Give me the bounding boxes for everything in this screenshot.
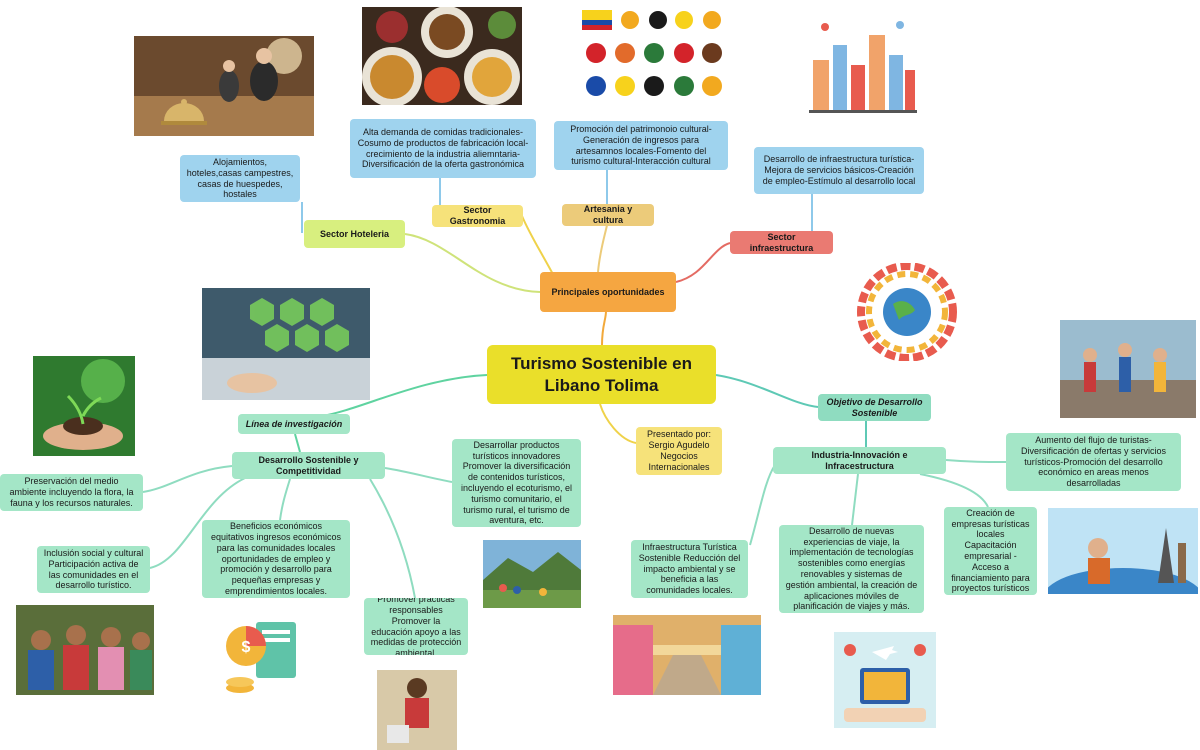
link-desarrollo-preservacion: [142, 465, 233, 493]
node-hoteleria-desc[interactable]: Alojamientos, hoteles,casas campestres, …: [180, 155, 300, 202]
node-principales-oportunidades[interactable]: Principales oportunidades: [540, 272, 676, 312]
link-desarrollo-practicas: [369, 478, 416, 599]
node-infraestructura-turistica[interactable]: Infraestructura Turística Sostenible Red…: [631, 540, 748, 598]
node-infraestructura-desc[interactable]: Desarrollo de infraestructura turística-…: [754, 147, 924, 194]
node-productos-turisticos[interactable]: Desarrollar productos turísticos innovad…: [452, 439, 581, 527]
node-nuevas-experiencias[interactable]: Desarrollo de nuevas experiencias de via…: [779, 525, 924, 613]
nature-tourists-photo: [483, 540, 581, 608]
node-sector-hoteleria[interactable]: Sector Hoteleria: [304, 220, 405, 248]
link-principal-infra: [675, 242, 731, 283]
link-center-principal: [601, 310, 607, 346]
traditional-food-photo: [362, 7, 522, 105]
colonial-street-photo: [613, 615, 761, 695]
link-linea-desarrollo: [294, 433, 301, 453]
sdg-wheel-icon: [848, 263, 966, 361]
node-artesania-desc[interactable]: Promoción del patrimonoio cultural-Gener…: [554, 121, 728, 170]
link-industria-infra: [749, 464, 776, 546]
community-people-photo: [16, 605, 154, 695]
finance-chart-icon: $: [222, 618, 302, 696]
central-topic[interactable]: Turismo Sostenible en Libano Tolima: [487, 345, 716, 404]
node-practicas-responsables[interactable]: Promover prácticas responsables Promover…: [364, 598, 468, 655]
colombian-culture-icons: [580, 8, 728, 104]
link-center-objetivo: [715, 374, 819, 408]
svg-text:$: $: [242, 639, 251, 656]
node-sector-gastronomia[interactable]: Sector Gastronomia: [432, 205, 523, 227]
node-preservacion-medio-ambiente[interactable]: Preservación del medio ambiente incluyen…: [0, 474, 143, 511]
node-inclusion-social[interactable]: Inclusión social y cultural Participació…: [37, 546, 150, 593]
plant-in-hands-photo: [33, 356, 135, 456]
node-linea-investigacion[interactable]: Línea de investigación: [238, 414, 350, 434]
link-desarrollo-beneficios: [279, 478, 291, 521]
link-desarrollo-productos: [384, 467, 453, 483]
node-desarrollo-sostenible[interactable]: Desarrollo Sostenible y Competitividad: [232, 452, 385, 479]
link-industria-experiencias: [851, 473, 859, 526]
link-center-linea: [321, 374, 488, 417]
node-creacion-empresas[interactable]: Creación de empresas turísticas locales …: [944, 507, 1037, 595]
city-infrastructure-illustration: [805, 15, 921, 121]
link-industria-creacion: [919, 473, 989, 508]
travel-planning-app-icon: [834, 632, 936, 728]
sustainability-technology-photo: [202, 288, 370, 400]
link-principal-hoteleria: [404, 233, 541, 293]
node-presentado-por[interactable]: Presentado por: Sergio Agudelo Negocios …: [636, 427, 722, 475]
node-objetivo-desarrollo-sostenible[interactable]: Objetivo de Desarrollo Sostenible: [818, 394, 931, 421]
link-principal-artesania: [597, 224, 608, 273]
node-artesania-cultura[interactable]: Artesania y cultura: [562, 204, 654, 226]
happy-tourists-photo: [1060, 320, 1196, 418]
node-aumento-flujo-turistas[interactable]: Aumento del flujo de turistas-Diversific…: [1006, 433, 1181, 491]
travel-landmarks-photo: [1048, 508, 1198, 594]
node-sector-infraestructura[interactable]: Sector infraestructura: [730, 231, 833, 254]
node-industria-innovacion[interactable]: Industria-Innovación e Infracestructura: [773, 447, 946, 474]
node-beneficios-economicos[interactable]: Beneficios económicos equitativos ingres…: [202, 520, 350, 598]
link-principal-gastronomia: [521, 215, 556, 279]
node-gastronomia-desc[interactable]: Alta demanda de comidas tradicionales-Co…: [350, 119, 536, 178]
hotel-reception-photo: [134, 36, 314, 136]
link-desarrollo-inclusion: [149, 477, 246, 569]
child-recycling-photo: [377, 670, 457, 750]
link-center-presentado: [599, 403, 637, 444]
link-industria-aumento: [945, 459, 1007, 463]
